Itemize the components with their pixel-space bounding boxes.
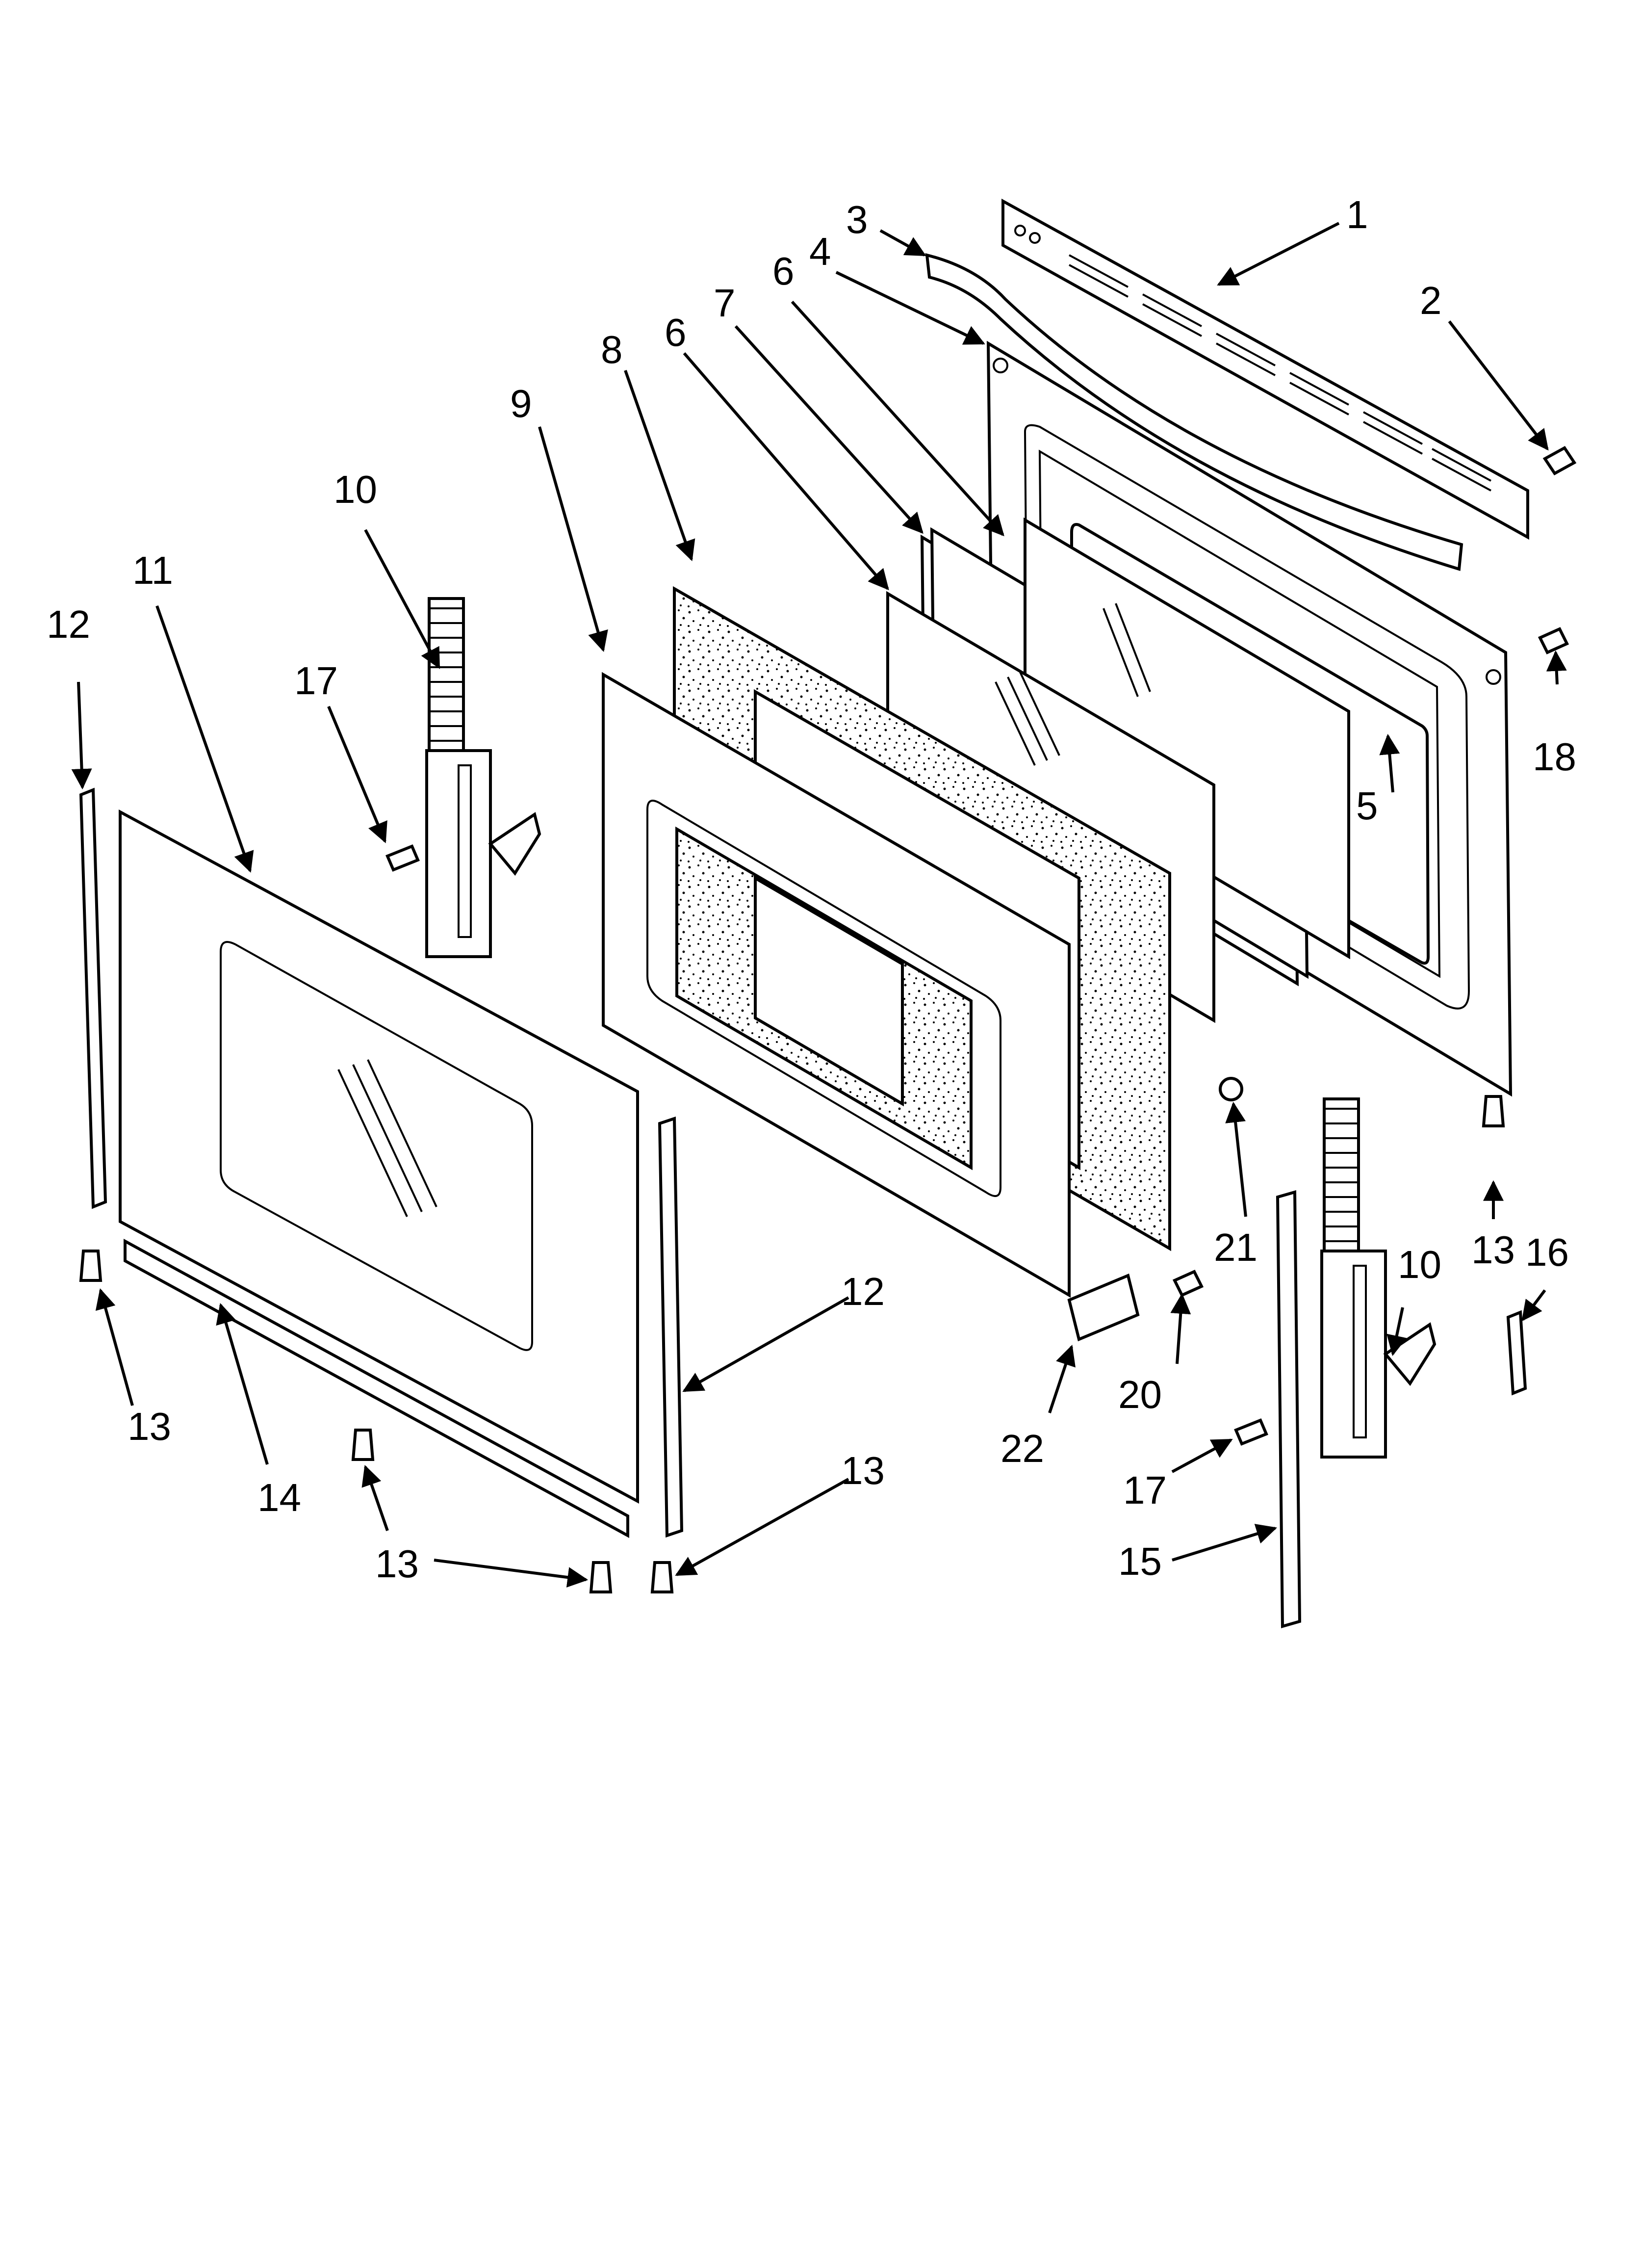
door-gasket-part [1070, 523, 1430, 965]
callout-labels: 1 2 3 4 5 6 6 7 8 9 10 10 11 12 12 13 13… [47, 193, 1576, 1586]
callout-1: 1 [1346, 193, 1368, 236]
callout-13-b: 13 [128, 1405, 171, 1448]
callout-6b: 6 [665, 311, 687, 354]
outer-door-glass-part [119, 809, 639, 1504]
callout-9: 9 [510, 382, 532, 425]
callout-7: 7 [714, 281, 736, 325]
callout-11: 11 [132, 548, 173, 592]
callout-12-left: 12 [47, 602, 90, 646]
callout-13-d: 13 [841, 1449, 885, 1492]
hinge-bar-part [1276, 1190, 1302, 1628]
callout-2: 2 [1420, 279, 1442, 322]
callout-13-a: 13 [1471, 1228, 1515, 1272]
callout-10-right: 10 [1398, 1243, 1441, 1286]
door-frame-part [602, 672, 1071, 1298]
callout-17-left: 17 [294, 659, 338, 703]
callout-8: 8 [601, 328, 623, 371]
hinge-part-left [425, 597, 541, 958]
callout-13-c: 13 [375, 1542, 419, 1586]
callout-16: 16 [1525, 1230, 1569, 1274]
part-20-screw [1172, 1270, 1204, 1297]
callout-20: 20 [1118, 1373, 1162, 1416]
callout-4: 4 [809, 230, 831, 273]
callout-5: 5 [1356, 784, 1378, 828]
bottom-trim-part [124, 1238, 629, 1538]
side-trim-part-right [658, 1116, 684, 1538]
callout-17-right: 17 [1123, 1468, 1167, 1512]
screws [79, 627, 1569, 1593]
vent-trim-part [1001, 198, 1529, 540]
callout-12-right: 12 [841, 1270, 885, 1313]
callout-14: 14 [257, 1476, 301, 1519]
callout-21: 21 [1214, 1225, 1257, 1269]
side-trim-part-left [79, 787, 107, 1209]
callout-10-left: 10 [334, 468, 377, 511]
screw-part-2 [1542, 446, 1577, 475]
leader-lines [71, 222, 1567, 1588]
callout-15: 15 [1118, 1539, 1162, 1583]
hinge-part-right [1320, 1097, 1437, 1459]
part-16-clip [1506, 1310, 1527, 1396]
callout-6a: 6 [772, 249, 795, 293]
handle-part [925, 253, 1463, 571]
callout-18: 18 [1533, 735, 1576, 779]
part-22-bracket [1067, 1273, 1140, 1342]
callout-3: 3 [846, 198, 868, 241]
callout-22: 22 [1001, 1427, 1044, 1470]
part-21-bumper [1219, 1077, 1243, 1101]
